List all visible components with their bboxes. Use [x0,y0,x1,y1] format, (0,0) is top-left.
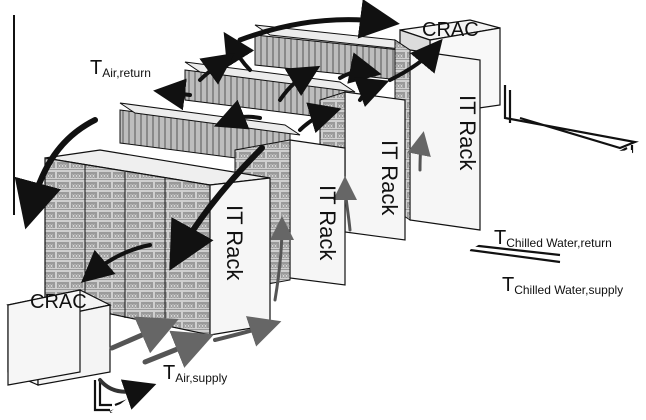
aisle-arrow-2 [230,42,250,70]
t-chilled-water-supply-label: TChilled Water,supply [502,275,623,296]
it-rack-label-2: IT Rack [316,185,338,260]
t-chilled-water-supply-symbol: T [502,274,514,296]
t-air-supply-label: TAir,supply [163,363,227,384]
t-chilled-water-return-subscript: Chilled Water,return [506,236,612,250]
crac-back-label: CRAC [422,20,479,40]
t-chilled-water-return-symbol: T [494,227,506,249]
it-rack-label-1: IT Rack [223,205,245,280]
supply-air-arrow-1 [112,325,165,348]
t-air-supply-subscript: Air,supply [175,371,227,385]
it-rack-label-3: IT Rack [378,140,400,215]
it-rack-label-4: IT Rack [456,95,478,170]
t-chilled-water-return-label: TChilled Water,return [494,228,612,249]
t-air-return-symbol: T [90,57,102,79]
supply-air-arrow-bottom [100,380,145,392]
crac-front-label: CRAC [30,292,87,312]
t-air-return-subscript: Air,return [102,66,151,80]
t-air-supply-symbol: T [163,362,175,384]
t-chilled-water-supply-subscript: Chilled Water,supply [514,283,623,297]
t-air-return-label: TAir,return [90,58,151,79]
